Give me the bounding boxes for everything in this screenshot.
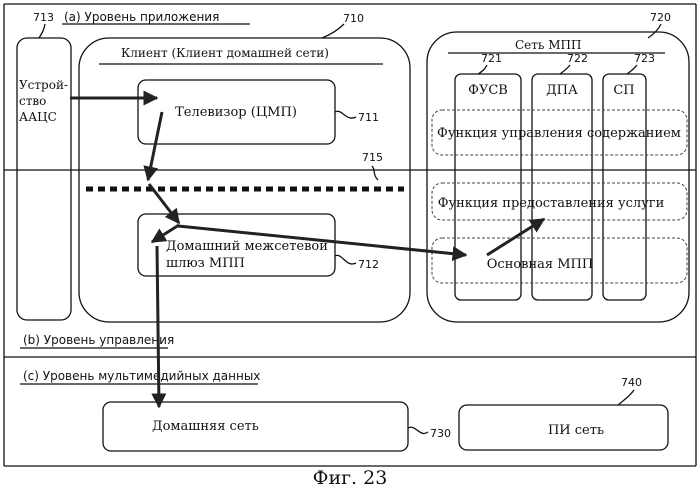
tv-leader xyxy=(335,111,356,118)
ip-network-leader xyxy=(618,390,634,405)
home-network-ref: 730 xyxy=(430,427,451,440)
boundary-ref: 715 xyxy=(362,151,383,164)
tv-ref: 711 xyxy=(358,111,379,124)
network-box xyxy=(427,32,689,322)
layer-label-control: (b) Уровень управления xyxy=(23,333,174,347)
column-dpa-ref: 722 xyxy=(567,52,588,65)
column-dpa-label: ДПА xyxy=(546,83,578,98)
device-label-line-2: ство xyxy=(19,94,46,108)
arrow-gateway-to-home xyxy=(157,246,159,407)
gateway-ref: 712 xyxy=(358,258,379,271)
client-title: Клиент (Клиент домашней сети) xyxy=(121,46,329,60)
column-fusv-leader xyxy=(478,65,487,74)
network-leader xyxy=(648,24,661,38)
home-network-label: Домашняя сеть xyxy=(152,419,259,434)
home-network-leader xyxy=(408,427,428,433)
ip-network-label: ПИ сеть xyxy=(548,423,604,438)
figure-caption: Фиг. 23 xyxy=(313,467,388,489)
layer-label-media: (c) Уровень мультимедийных данных xyxy=(23,369,260,383)
core-label: Основная МПП xyxy=(487,257,593,272)
boundary-leader xyxy=(372,166,378,180)
column-fusv-label: ФУСВ xyxy=(468,83,508,98)
device-label-line-1: Устрой- xyxy=(19,78,68,92)
device-label-line-3: ААЦС xyxy=(19,110,57,124)
device-leader xyxy=(39,24,45,38)
network-ref: 720 xyxy=(650,11,671,24)
gateway-leader xyxy=(335,255,356,264)
network-title: Сеть МПП xyxy=(515,38,582,52)
column-dpa-leader xyxy=(560,65,570,74)
arrow-core-to-service xyxy=(487,219,544,255)
gateway-label-line-2: шлюз МПП xyxy=(166,256,245,271)
column-sp-label: СП xyxy=(613,83,634,98)
ip-network-ref: 740 xyxy=(621,376,642,389)
column-sp xyxy=(603,74,646,300)
column-fusv-ref: 721 xyxy=(481,52,502,65)
device-ref: 713 xyxy=(33,11,54,24)
column-sp-leader xyxy=(627,65,637,74)
gateway-label-line-1: Домашний межсетевой xyxy=(166,239,328,254)
service-provision-label: Функция предоставления услуги xyxy=(438,196,665,211)
tv-label: Телевизор (ЦМП) xyxy=(175,105,297,120)
client-leader xyxy=(322,24,344,38)
content-control-label: Функция управления содержанием xyxy=(437,126,681,141)
column-sp-ref: 723 xyxy=(634,52,655,65)
layer-label-application: (a) Уровень приложения xyxy=(64,10,219,24)
client-ref: 710 xyxy=(343,12,364,25)
